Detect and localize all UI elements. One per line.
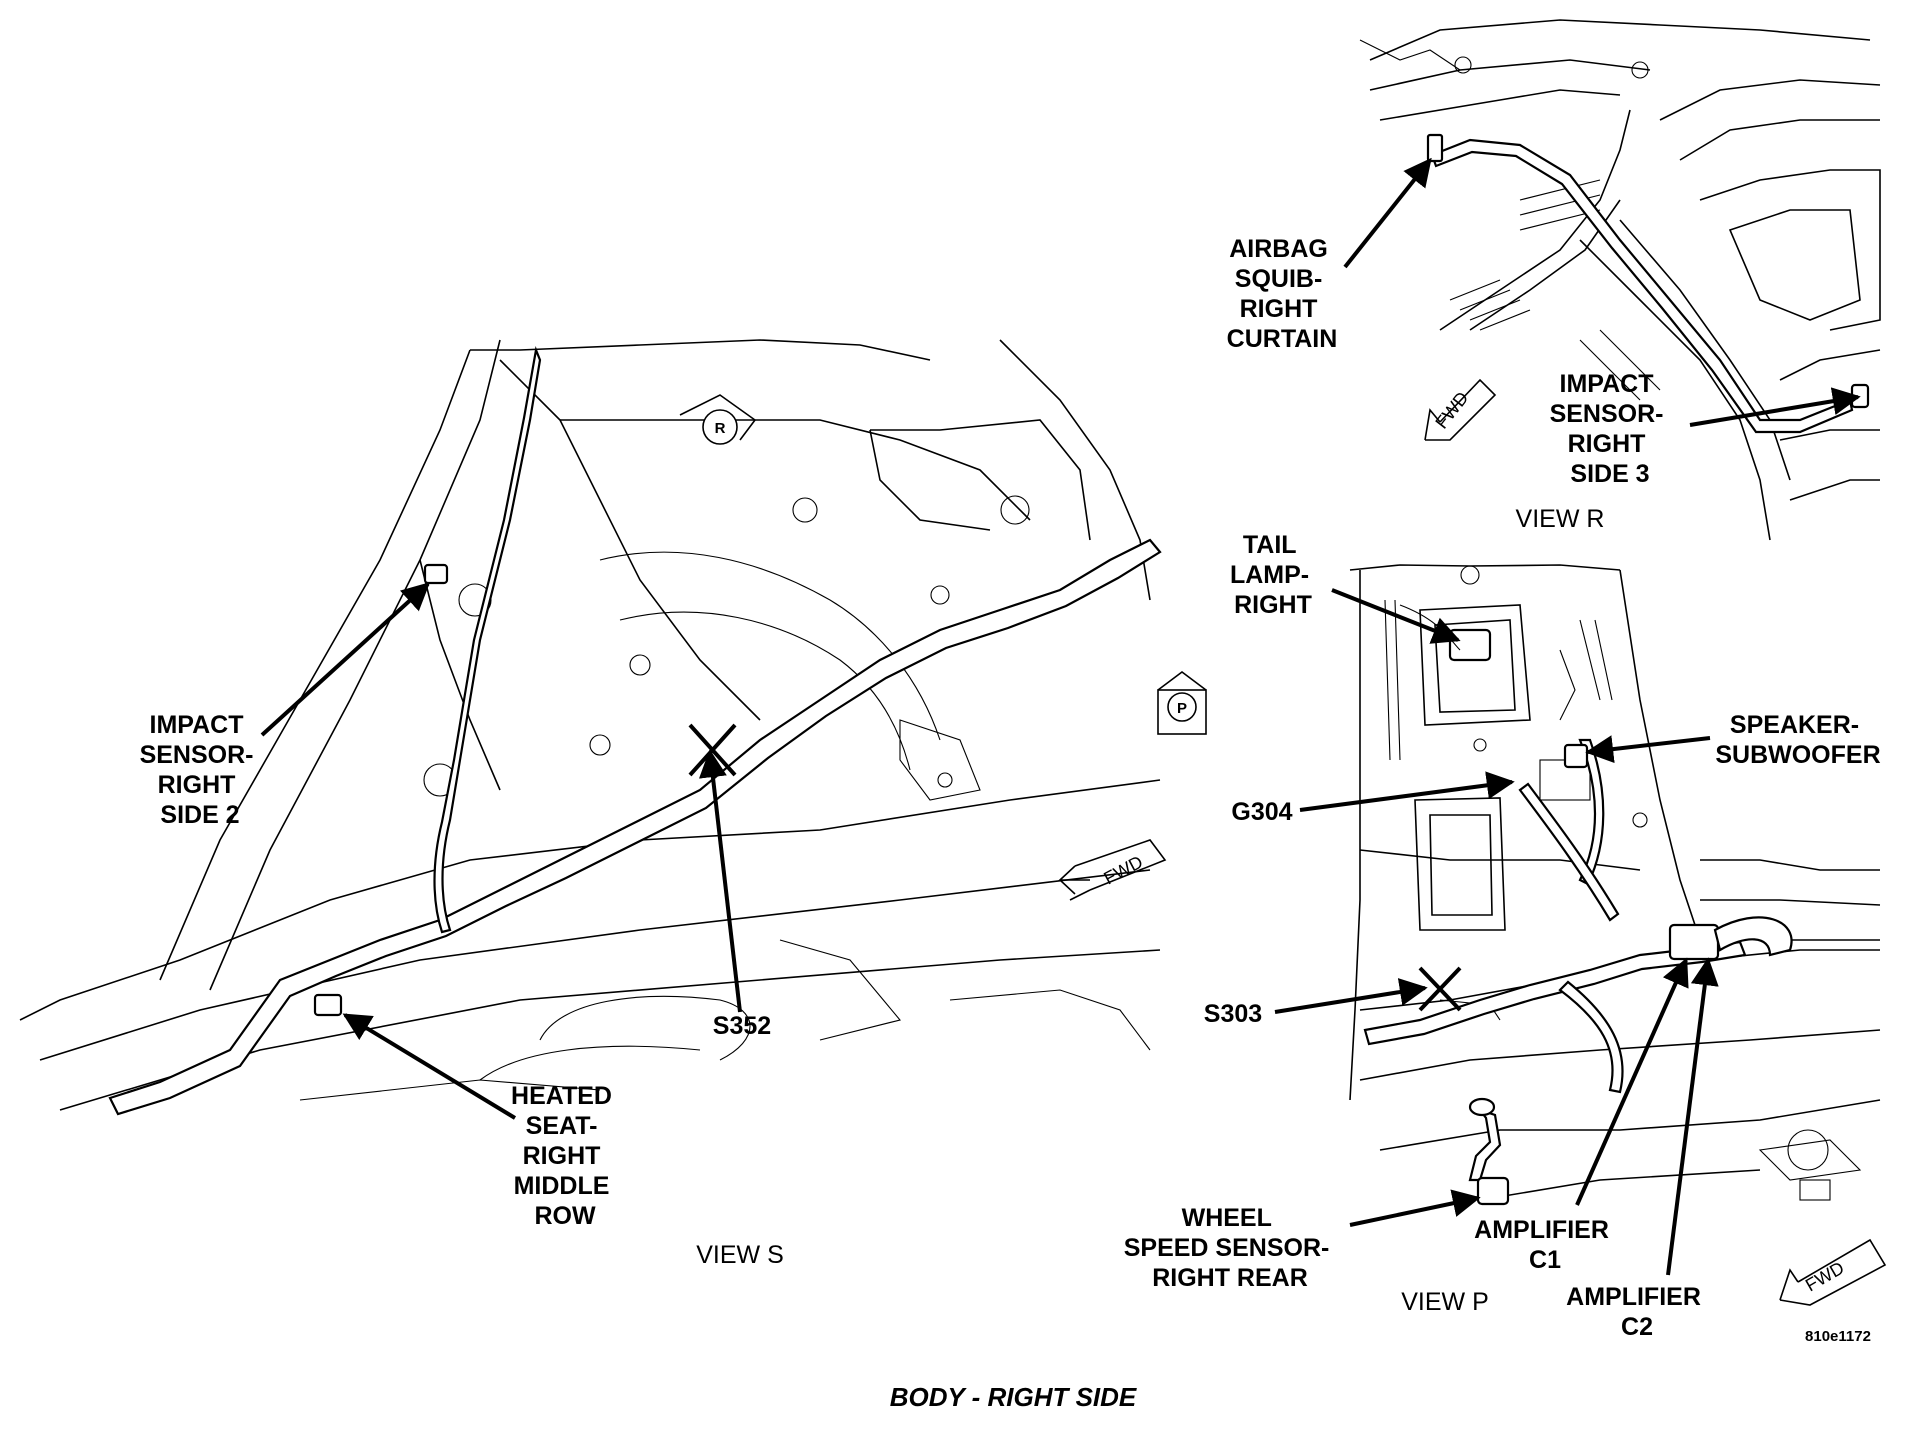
view-p-drawing — [1349, 564, 1887, 1306]
g304-callout: G304 — [1231, 798, 1292, 826]
speaker-callout: SPEAKER- SUBWOOFER — [1715, 711, 1880, 769]
amp-c2-callout: AMPLIFIER C2 — [1566, 1283, 1708, 1341]
amp-c2-leader — [1666, 957, 1719, 1276]
impact-sensor-3-callout: IMPACT SENSOR- RIGHT SIDE 3 — [1550, 370, 1671, 488]
heated-seat-leader — [342, 1013, 517, 1120]
impact-sensor-2-leader — [260, 582, 431, 737]
tail-lamp-callout: TAIL LAMP- RIGHT — [1230, 531, 1316, 619]
airbag-squib-callout: AIRBAG SQUIB- RIGHT CURTAIN — [1227, 235, 1338, 353]
heated-seat-callout: HEATED SEAT- RIGHT MIDDLE ROW — [511, 1082, 619, 1230]
fwd-label: FWD — [1802, 1258, 1847, 1296]
amp-c1-leader — [1575, 957, 1689, 1206]
view-r-drawing — [1359, 19, 1881, 541]
view-r-reference-icon: R — [679, 394, 757, 445]
page-title: BODY - RIGHT SIDE — [890, 1382, 1137, 1412]
fwd-label: FWD — [1100, 852, 1146, 889]
fwd-arrow-icon — [1057, 839, 1167, 901]
impact-sensor-2-callout: IMPACT SENSOR- RIGHT SIDE 2 — [140, 711, 261, 829]
svg-text:R: R — [715, 420, 726, 437]
g304-leader — [1299, 771, 1515, 812]
wheel-speed-leader — [1349, 1189, 1481, 1227]
view-r-label: VIEW R — [1516, 505, 1605, 533]
figure-code: 810e1172 — [1805, 1328, 1871, 1345]
airbag-squib-leader — [1343, 157, 1432, 269]
wheel-speed-callout: WHEEL SPEED SENSOR- RIGHT REAR — [1124, 1204, 1337, 1292]
fwd-arrow-icon — [1424, 378, 1497, 441]
impact-sensor-3-leader — [1689, 387, 1861, 427]
s352-callout: S352 — [713, 1012, 771, 1040]
tail-lamp-leader — [1331, 588, 1461, 644]
speaker-leader — [1585, 735, 1711, 764]
view-p-reference-icon: P — [1157, 671, 1207, 735]
s303-leader — [1274, 978, 1428, 1014]
s303-callout: S303 — [1204, 1000, 1262, 1028]
view-p-label: VIEW P — [1401, 1288, 1489, 1316]
svg-text:P: P — [1177, 700, 1187, 717]
view-s-label: VIEW S — [696, 1241, 784, 1269]
amp-c1-callout: AMPLIFIER C1 — [1474, 1216, 1616, 1274]
s352-leader — [698, 749, 742, 1013]
fwd-arrow-icon — [1779, 1238, 1887, 1306]
